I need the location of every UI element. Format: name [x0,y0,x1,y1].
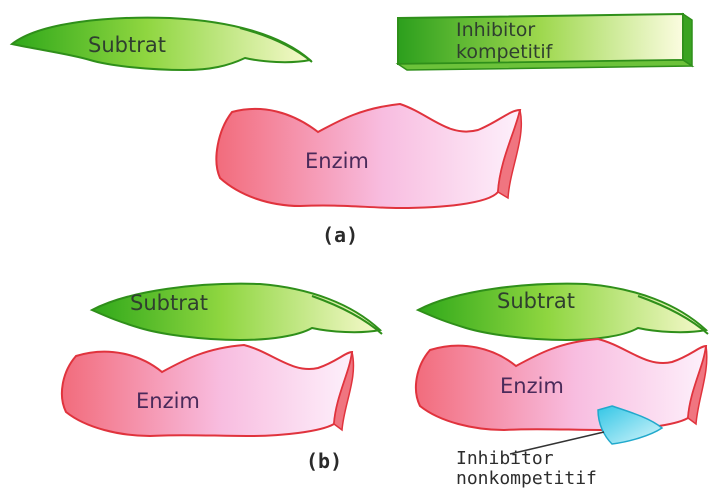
inhibitor-label-line1: Inhibitor [456,19,535,41]
substrate-shape: Subtrat [92,284,382,340]
enzyme-label: Enzim [305,149,369,173]
inhibitor-label-line2: kompetitif [456,41,554,63]
competitive-inhibitor-shape: Inhibitor kompetitif [398,14,692,70]
substrate-shape: Subtrat [12,18,312,70]
panel-a: Subtrat Inhibitor kompetitif Enzim (a) [12,14,692,247]
nonkompetitif-label-line2: nonkompetitif [456,468,597,489]
substrate-label: Subtrat [88,33,166,57]
enzyme-label: Enzim [136,389,200,413]
nonkompetitif-label-line1: Inhibitor [456,448,554,469]
enzyme-shape: Enzim [416,339,707,430]
substrate-label: Subtrat [130,291,208,315]
panel-b-left: Subtrat Enzim [62,284,382,436]
caption-a: (a) [322,223,358,247]
panel-b-right: Subtrat Enzim Inhibitor nonkompetitif [416,284,708,489]
enzyme-label: Enzim [500,374,564,398]
substrate-label: Subtrat [497,289,575,313]
enzyme-shape: Enzim [216,104,521,208]
enzyme-shape: Enzim [62,345,354,436]
substrate-shape: Subtrat [418,284,708,340]
caption-b: (b) [306,449,342,473]
